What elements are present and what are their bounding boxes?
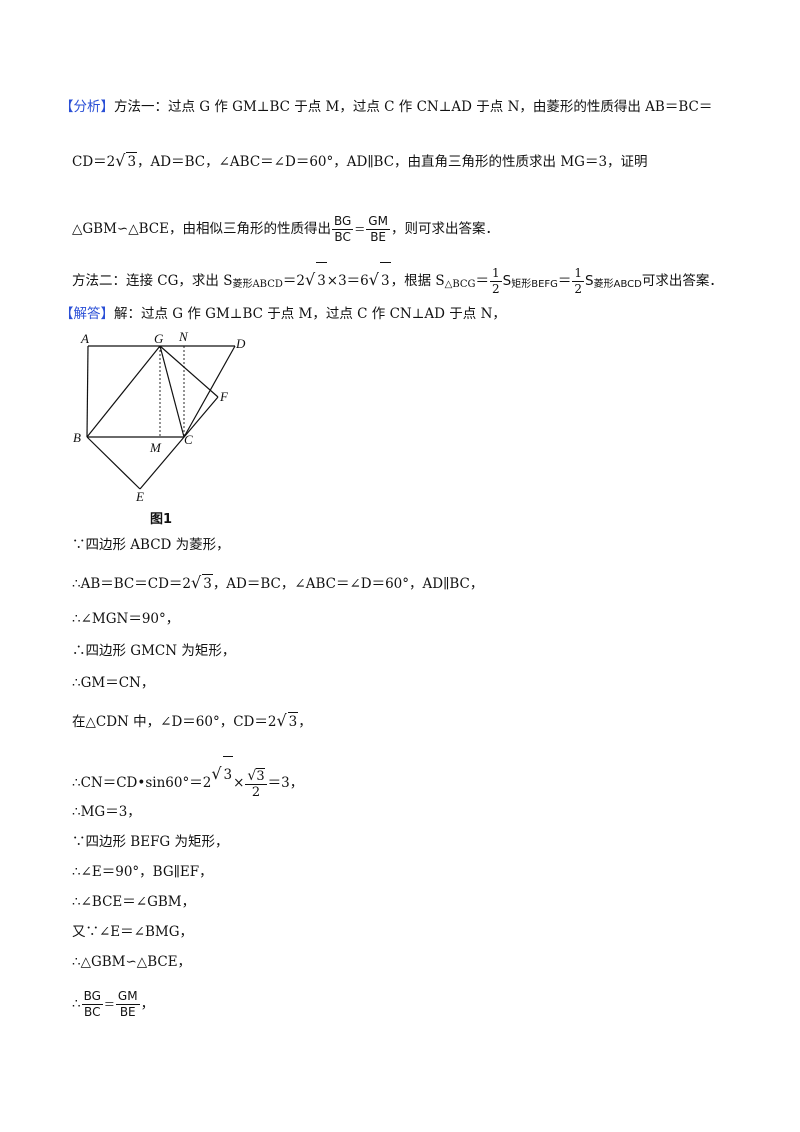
segment-ab [86,345,89,438]
segment-cd [183,345,236,438]
sqrt-3: √3 [191,573,213,592]
segment-fe [139,396,219,490]
analysis-text-2b: ，AD＝BC，∠ABC＝∠D＝60°，AD∥BC，由直角三角形的性质求出 MG＝… [137,154,648,170]
solution-step-9: ∵四边形 BEFG 为矩形， [72,834,229,850]
analysis-text-2a: CD＝2 [72,154,116,170]
label-f: F [219,389,229,404]
solution-step-6: 在△CDN 中，∠D＝60°，CD＝2√3， [72,711,312,731]
solution-step-12: 又∵∠E＝∠BMG， [72,924,194,940]
segment-eb [86,436,141,490]
analysis-tag: 【分析】 [60,99,114,115]
solution-step-10: ∴∠E＝90°，BG∥EF， [72,864,213,880]
analysis-text-3a: △GBM∽△BCE，由相似三角形的性质得出 [72,221,331,237]
solution-step-3: ∴∠MGN＝90°， [72,611,180,627]
solution-step-4: ∴四边形 GMCN 为矩形， [72,643,236,659]
sqrt-3: √3 [115,151,138,170]
label-e: E [135,489,144,504]
solution-line-1: 【解答】解：过点 G 作 GM⊥BC 于点 M，过点 C 作 CN⊥AD 于点 … [60,306,506,322]
label-m: M [149,440,162,455]
analysis-line-1: 【分析】方法一：过点 G 作 GM⊥BC 于点 M，过点 C 作 CN⊥AD 于… [60,98,712,116]
solution-step-8: ∴MG＝3， [72,804,141,820]
segment-bg [86,345,161,438]
solution-step-11: ∴∠BCE＝∠GBM， [72,894,196,910]
segment-gf [159,345,219,398]
solution-step-5: ∴GM＝CN， [72,675,155,691]
label-n: N [178,329,189,344]
figure-caption: 图1 [150,512,173,527]
sqrt-3: √3 [305,262,327,299]
analysis-text-3b: ，则可求出答案． [390,221,499,237]
segment-gc [159,345,185,438]
label-c: C [184,432,193,447]
analysis-line-2: CD＝2√3，AD＝BC，∠ABC＝∠D＝60°，AD∥BC，由直角三角形的性质… [72,152,648,171]
solution-step-1: ∵四边形 ABCD 为菱形， [72,537,230,553]
analysis-line-4: 方法二：连接 CG，求出 S菱形ABCD＝2√3×3＝6√3，根据 S△BCG＝… [72,262,723,303]
analysis-text-1: 方法一：过点 G 作 GM⊥BC 于点 M，过点 C 作 CN⊥AD 于点 N，… [114,99,713,115]
sqrt-3: √3 [211,756,234,793]
solution-step-13: ∴△GBM∽△BCE， [72,954,192,970]
label-g: G [154,331,164,346]
solution-tag: 【解答】 [60,306,114,322]
solution-step-2: ∴AB＝BC＝CD＝2√3，AD＝BC，∠ABC＝∠D＝60°，AD∥BC， [72,573,484,593]
rhombus-rectangle-figure: A G N D F B M C E [73,329,246,504]
label-d: D [235,336,246,351]
label-a: A [80,331,89,346]
sqrt-3: √3 [369,262,391,299]
sqrt-3: √3 [276,711,299,730]
label-b: B [73,430,81,445]
